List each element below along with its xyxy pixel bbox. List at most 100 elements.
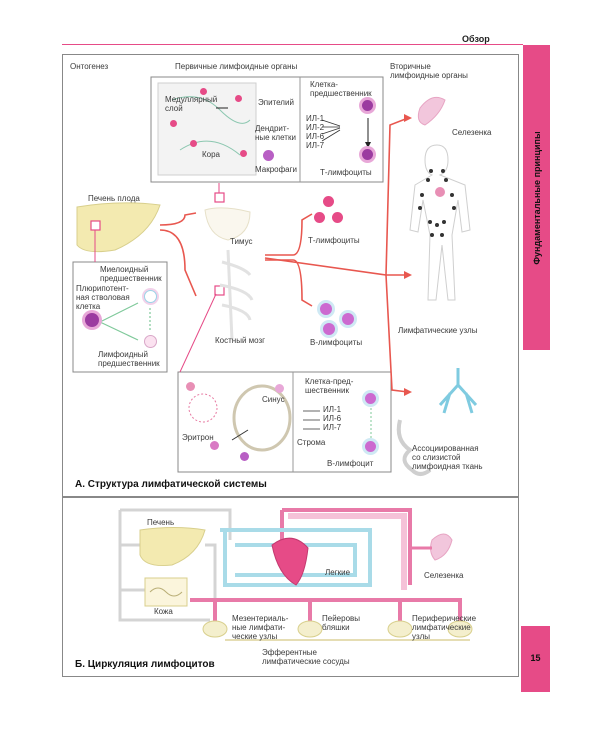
arrow-thymus-to-t: [265, 213, 313, 256]
lymphoid-cell: [144, 335, 157, 348]
label-secondary-organs: Вторичные лимфоидные органы: [390, 62, 468, 80]
label-t-lymphocytes: Т-лимфоциты: [308, 236, 360, 245]
body-spleen-dot: [435, 187, 445, 197]
heart-shape: [271, 537, 309, 586]
marrow-marker: [214, 285, 225, 296]
marrow-cell: [240, 452, 249, 461]
thymus-cell: [240, 150, 247, 157]
thymus-cell: [170, 120, 177, 127]
epithelial-network: [171, 96, 251, 156]
label-primary-organs: Первичные лимфоидные органы: [175, 62, 298, 71]
label-pluripotent: Плюрипотент- ная стволовая клетка: [76, 284, 130, 311]
sinus-shape: [232, 384, 292, 452]
macrophage-cell: [263, 150, 274, 161]
t-lymphocyte-cell: [332, 212, 343, 223]
precursor-t-arrowhead: [365, 142, 371, 148]
fetal-liver-shape: [76, 202, 161, 253]
b-lymphocyte-cell: [342, 313, 354, 325]
b-lymphocyte-cell: [320, 303, 332, 315]
panel-b-lymph-nodes: [202, 620, 473, 638]
panel-b-caption: Б. Циркуляция лимфоцитов: [75, 659, 215, 670]
label-il-b: ИЛ-1 ИЛ-6 ИЛ-7: [323, 405, 342, 432]
label-b-mesenteric: Мезентериаль- ные лимфати- ческие узлы: [232, 614, 289, 641]
label-erythron: Эритрон: [182, 433, 214, 442]
label-epithelium: Эпителий: [258, 98, 294, 107]
label-il-t: ИЛ-1 ИЛ-2 ИЛ-6 ИЛ-7: [306, 114, 325, 150]
label-mucosa: Ассоциированная со слизистой лимфоидная …: [412, 444, 483, 471]
liver-shape: [139, 527, 206, 566]
arrow-marrow-to-b: [265, 259, 313, 307]
arrow-main-right: [264, 257, 387, 276]
arrow-liver-to-marrow: [159, 229, 197, 297]
thymus-t-cell: [362, 149, 373, 160]
marrow-leader: [179, 293, 217, 373]
label-thymus: Тимус: [230, 237, 253, 246]
body-outline: [409, 144, 471, 301]
label-b-spleen: Селезенка: [424, 571, 464, 580]
label-t-lymphocytes-top: Т-лимфоциты: [320, 168, 372, 177]
arrowhead-spleen: [404, 114, 412, 122]
label-stroma: Строма: [297, 438, 326, 447]
label-ontogenesis: Онтогенез: [70, 62, 109, 71]
skin-wave: [149, 587, 183, 597]
t-lymphocyte-cell: [323, 196, 334, 207]
page-number: 15: [530, 653, 541, 663]
marrow-cell: [186, 382, 195, 391]
erythron-cluster: [188, 393, 218, 423]
marrow-b-cell: [365, 441, 376, 452]
label-macrophages: Макрофаги: [255, 165, 298, 174]
label-fetal-liver: Печень плода: [88, 194, 140, 203]
label-myeloid: Миелоидный предшественник: [100, 265, 162, 283]
label-lymphoid: Лимфоидный предшественник: [98, 350, 160, 368]
arrowhead-gut: [404, 388, 412, 396]
panel-a-frame: [62, 54, 519, 497]
label-precursor-t: Клетка- предшественник: [310, 80, 372, 98]
marrow-cell: [210, 441, 219, 450]
chapter-tab: Фундаментальные принципы: [523, 45, 550, 350]
label-b-lymphocytes: В-лимфоциты: [310, 338, 363, 347]
arrow-to-spleen: [385, 117, 409, 276]
marrow-cell: [275, 384, 284, 393]
panel-a-caption: А. Структура лимфатической системы: [75, 479, 267, 490]
label-sinus: Синус: [262, 395, 285, 404]
label-medullary: Медуллярный слой: [165, 95, 218, 113]
arrow-liver-to-thymus: [159, 212, 197, 226]
marrow-arrow-1: [231, 429, 249, 441]
myeloid-cell: [144, 290, 157, 303]
spleen-b-shape: [430, 533, 453, 561]
label-b-liver: Печень: [147, 518, 175, 527]
label-b-skin: Кожа: [154, 607, 173, 616]
il-t-arrows: [321, 119, 341, 142]
label-b-lymphocyte: В-лимфоцит: [327, 459, 374, 468]
gut-shape: [396, 419, 432, 476]
arrowhead-body: [404, 271, 412, 279]
lungs-shape: [438, 368, 478, 414]
label-cortex: Кора: [202, 150, 221, 159]
b-lymphocyte-cell: [323, 323, 335, 335]
label-lymph-nodes: Лимфатические узлы: [398, 326, 478, 335]
label-spleen: Селезенка: [452, 128, 492, 137]
label-b-lungs: Легкие: [325, 568, 351, 577]
precursor-box-arrows: [99, 302, 151, 341]
marrow-precursor-cell: [365, 393, 376, 404]
spine-outline: [219, 249, 254, 341]
arrow-to-gut: [385, 274, 409, 393]
panel-b-frame: [62, 497, 519, 677]
thymus-cell: [235, 95, 242, 102]
pink-vessel-inner: [288, 513, 407, 590]
thymus-cell: [200, 88, 207, 95]
thymus-cell: [190, 140, 197, 147]
label-precursor-b: Клетка-пред- шественник: [305, 377, 354, 395]
il-b-arrows: [303, 410, 320, 430]
precursor-box: [72, 261, 168, 373]
label-b-peyer: Пейеровы бляшки: [322, 614, 361, 632]
section-title: Обзор: [462, 34, 490, 44]
pluripotent-cell: [85, 313, 99, 327]
spleen-shape: [417, 96, 446, 126]
label-dendritic: Дендрит- ные клетки: [255, 124, 296, 142]
thymus-outline: [204, 207, 251, 241]
header-rule: [62, 44, 523, 45]
label-b-peripheral: Периферические лимфатические узлы: [412, 614, 477, 641]
